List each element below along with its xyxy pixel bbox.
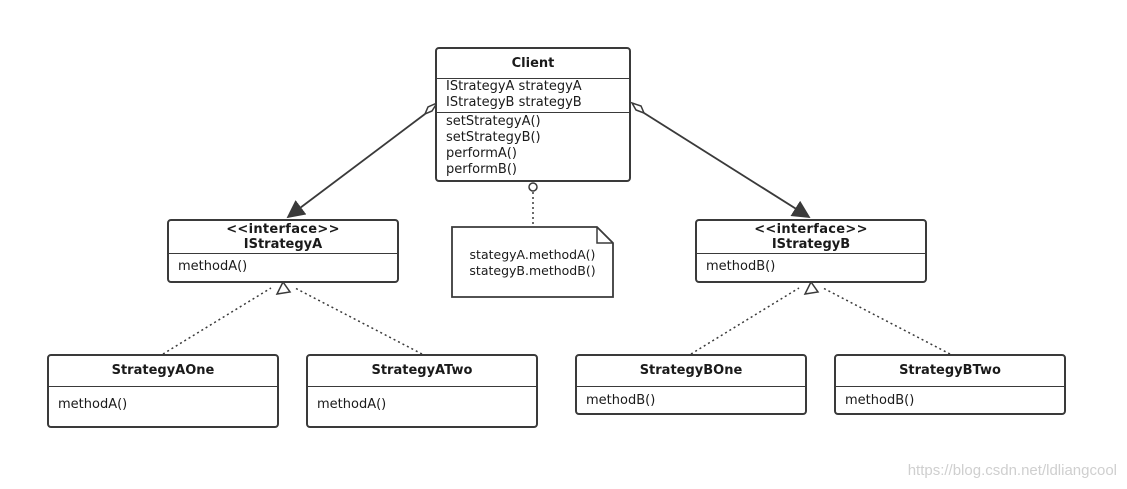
istrategyb-name: IStrategyB <box>771 237 851 252</box>
client-operation: performA() <box>446 146 517 161</box>
watermark: https://blog.csdn.net/ldliangcool <box>907 462 1117 479</box>
strategyatwo-operation: methodA() <box>317 397 387 412</box>
realization-lines-a <box>162 280 423 355</box>
istrategya-interface: <<interface>> IStrategyA methodA() <box>167 219 399 283</box>
note-line: stategyB.methodB() <box>469 263 596 278</box>
aggregation-diamond-right <box>630 101 646 115</box>
note-shape <box>451 226 614 298</box>
note-fold <box>596 227 613 244</box>
client-attribute: IStrategyA strategyA <box>446 79 582 94</box>
strategybone-name: StrategyBOne <box>577 356 805 387</box>
strategyatwo-operations: methodA() <box>308 387 536 413</box>
aggregation-client-istrategyb <box>630 101 811 218</box>
client-operation: setStrategyA() <box>446 114 541 129</box>
note-line: stategyA.methodA() <box>469 247 596 262</box>
istrategya-operation: methodA() <box>178 259 248 274</box>
strategyatwo-class: StrategyATwo methodA() <box>306 354 538 428</box>
istrategyb-stereotype: <<interface>> <box>754 222 868 237</box>
strategybtwo-operation: methodB() <box>845 393 915 408</box>
istrategyb-operation: methodB() <box>706 259 776 274</box>
strategybtwo-class: StrategyBTwo methodB() <box>834 354 1066 415</box>
strategybone-class: StrategyBOne methodB() <box>575 354 807 415</box>
istrategyb-interface: <<interface>> IStrategyB methodB() <box>695 219 927 283</box>
note-anchor <box>528 182 538 224</box>
client-attributes: IStrategyA strategyA IStrategyB strategy… <box>437 79 629 113</box>
client-operation: performB() <box>446 162 517 177</box>
istrategya-operations: methodA() <box>169 254 397 275</box>
istrategya-name: IStrategyA <box>243 237 323 252</box>
client-operation: setStrategyB() <box>446 130 541 145</box>
client-operations: setStrategyA() setStrategyB() performA()… <box>437 113 629 178</box>
strategybone-operations: methodB() <box>577 387 805 409</box>
aggregation-client-istrategya <box>286 101 439 219</box>
strategybone-operation: methodB() <box>586 393 656 408</box>
strategyaone-name: StrategyAOne <box>49 356 277 387</box>
strategyaone-operation: methodA() <box>58 397 128 412</box>
istrategya-header: <<interface>> IStrategyA <box>169 221 397 254</box>
client-class-name: Client <box>437 49 629 79</box>
realization-lines-b <box>690 280 951 355</box>
istrategya-stereotype: <<interface>> <box>226 222 340 237</box>
istrategyb-operations: methodB() <box>697 254 925 275</box>
client-class: Client IStrategyA strategyA IStrategyB s… <box>435 47 631 182</box>
note-text: stategyA.methodA() stategyB.methodB() <box>452 247 613 279</box>
realization-triangle-b <box>803 280 820 295</box>
strategyatwo-name: StrategyATwo <box>308 356 536 387</box>
realization-triangle-a <box>275 280 292 295</box>
strategybtwo-name: StrategyBTwo <box>836 356 1064 387</box>
strategybtwo-operations: methodB() <box>836 387 1064 409</box>
strategyaone-operations: methodA() <box>49 387 277 413</box>
strategyaone-class: StrategyAOne methodA() <box>47 354 279 428</box>
istrategyb-header: <<interface>> IStrategyB <box>697 221 925 254</box>
client-attribute: IStrategyB strategyB <box>446 95 582 110</box>
